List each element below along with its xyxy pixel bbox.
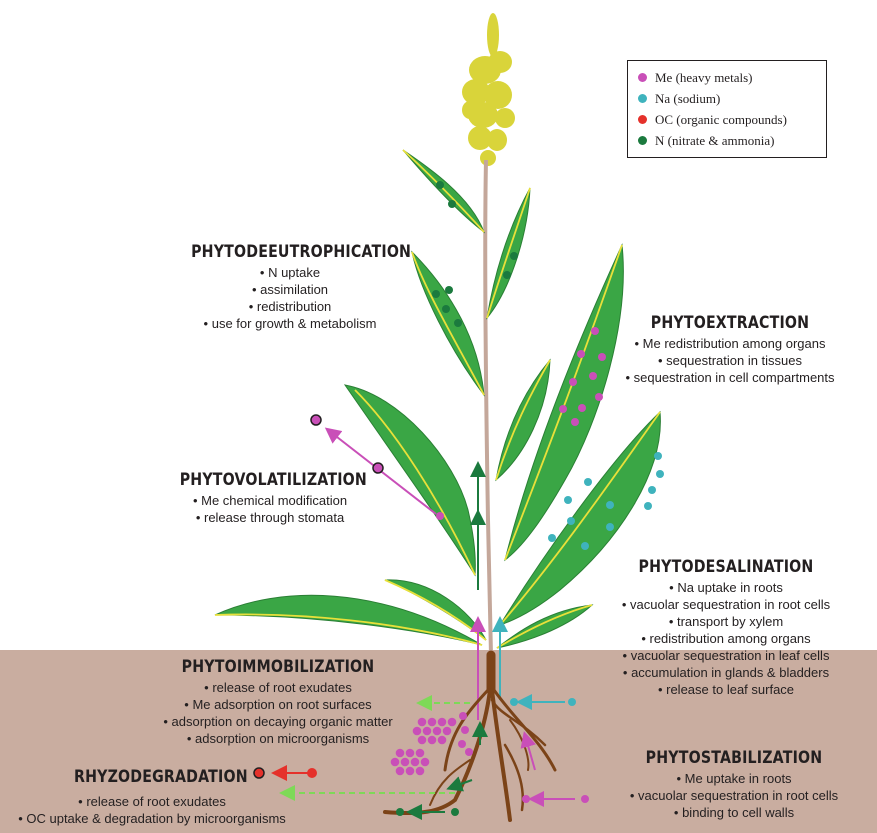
phytodeeutrophication-block: PHYTODEEUTROPHICATION N uptake assimilat… (175, 242, 405, 332)
process-item: OC uptake & degradation by microorganism… (2, 810, 302, 827)
flower-spike (462, 13, 515, 166)
process-item: adsorption on microorganisms (158, 730, 398, 747)
oc-dot-icon (638, 115, 647, 124)
process-item: Me chemical modification (165, 492, 375, 509)
legend-item-me: Me (heavy metals) (638, 67, 826, 88)
process-item: N uptake (175, 264, 405, 281)
process-item: accumulation in glands & bladders (606, 664, 846, 681)
process-item: Me uptake in roots (614, 770, 854, 787)
process-item: release of root exudates (158, 679, 398, 696)
process-item: assimilation (175, 281, 405, 298)
stem (485, 160, 491, 655)
process-item: Na uptake in roots (606, 579, 846, 596)
na-dot-icon (638, 94, 647, 103)
legend-label: OC (organic compounds) (655, 112, 787, 128)
process-item: Me redistribution among organs (615, 335, 845, 352)
phytoextraction-block: PHYTOEXTRACTION Me redistribution among … (615, 313, 845, 386)
n-dot-icon (638, 136, 647, 145)
legend: Me (heavy metals) Na (sodium) OC (organi… (627, 60, 827, 158)
process-item: adsorption on decaying organic matter (158, 713, 398, 730)
legend-item-n: N (nitrate & ammonia) (638, 130, 826, 151)
process-item: vacuolar sequestration in root cells (614, 787, 854, 804)
legend-label: N (nitrate & ammonia) (655, 133, 775, 149)
process-item: release of root exudates (2, 793, 302, 810)
process-item: sequestration in tissues (615, 352, 845, 369)
phytodesalination-block: PHYTODESALINATION Na uptake in roots vac… (606, 557, 846, 698)
process-item: release to leaf surface (606, 681, 846, 698)
rhyzodegradation-block: RHYZODEGRADATION (74, 767, 244, 789)
process-item: redistribution (175, 298, 405, 315)
process-item: vacuolar sequestration in root cells (606, 596, 846, 613)
process-title: PHYTOEXTRACTION (631, 313, 829, 332)
rhyzodegradation-items: release of root exudates OC uptake & deg… (2, 793, 302, 827)
process-item: transport by xylem (606, 613, 846, 630)
legend-label: Na (sodium) (655, 91, 720, 107)
process-item: redistribution among organs (606, 630, 846, 647)
process-title: RHYZODEGRADATION (74, 767, 220, 786)
legend-item-oc: OC (organic compounds) (638, 109, 826, 130)
process-item: Me adsorption on root surfaces (158, 696, 398, 713)
process-item: vacuolar sequestration in leaf cells (606, 647, 846, 664)
process-item: sequestration in cell compartments (615, 369, 845, 386)
phytostabilization-block: PHYTOSTABILIZATION Me uptake in roots va… (614, 748, 854, 821)
process-item: binding to cell walls (614, 804, 854, 821)
process-item: release through stomata (165, 509, 375, 526)
me-dot-icon (638, 73, 647, 82)
process-title: PHYTODESALINATION (623, 557, 829, 576)
legend-item-na: Na (sodium) (638, 88, 826, 109)
process-title: PHYTOVOLATILIZATION (180, 470, 361, 489)
process-title: PHYTOSTABILIZATION (631, 748, 837, 767)
process-title: PHYTOIMMOBILIZATION (175, 657, 381, 676)
leaves (215, 150, 660, 648)
phytoimmobilization-block: PHYTOIMMOBILIZATION release of root exud… (158, 657, 398, 747)
phytovolatilization-block: PHYTOVOLATILIZATION Me chemical modifica… (165, 470, 375, 526)
process-item: use for growth & metabolism (175, 315, 405, 332)
process-title: PHYTODEEUTROPHICATION (191, 242, 389, 261)
legend-label: Me (heavy metals) (655, 70, 752, 86)
